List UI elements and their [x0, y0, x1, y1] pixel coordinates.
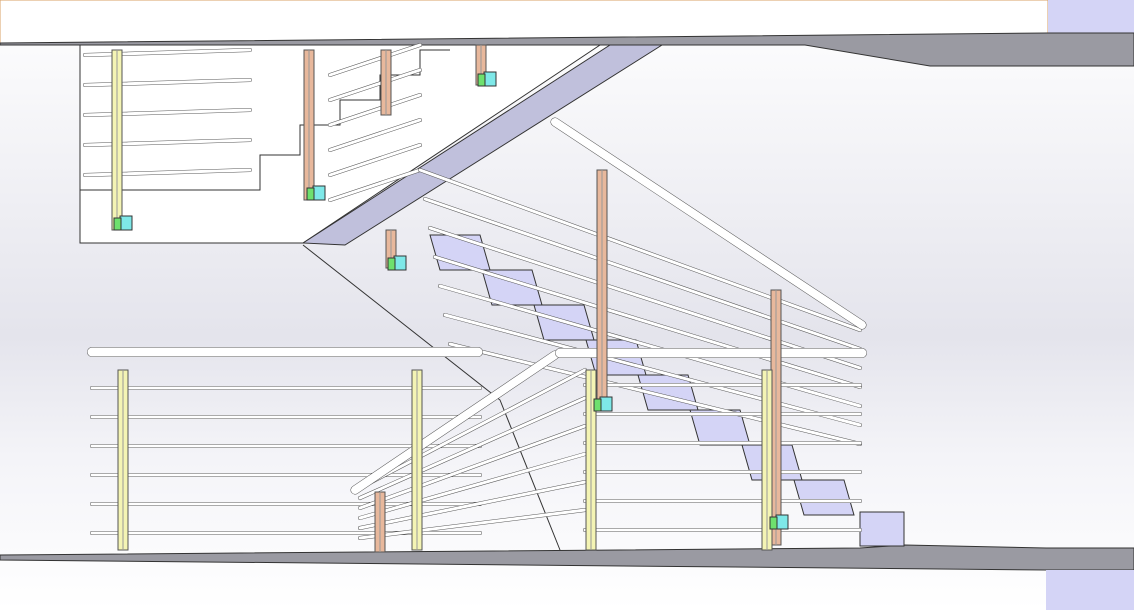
post-base — [593, 398, 602, 412]
rail-bar — [418, 168, 862, 332]
rail-bar — [358, 396, 587, 500]
rail-bar — [358, 480, 587, 530]
rail-bar — [358, 424, 587, 510]
flight-soffit — [301, 44, 664, 246]
rail-bar — [423, 197, 862, 351]
rail-bar — [358, 452, 587, 520]
rail-bar — [328, 68, 422, 102]
post-bracket — [119, 215, 133, 231]
bottom-step — [859, 511, 905, 547]
rail-bar — [358, 508, 587, 540]
lower-side-block — [1046, 570, 1134, 610]
post-bracket — [775, 514, 789, 530]
rail-bar — [448, 342, 862, 446]
stair-step — [793, 479, 855, 516]
rail-bar — [358, 368, 587, 490]
rail-bar — [551, 118, 866, 329]
post-base — [387, 257, 396, 271]
post-bracket — [599, 396, 613, 412]
post-base — [113, 217, 122, 231]
post-base — [769, 516, 778, 530]
post-bracket — [312, 185, 326, 201]
rail-bar — [328, 43, 422, 77]
rail-bar — [328, 93, 422, 127]
rail-bar — [443, 313, 862, 427]
rail-bar — [328, 143, 422, 177]
post-bracket — [393, 255, 407, 271]
post-bracket — [483, 71, 497, 87]
rail-bar — [328, 168, 422, 202]
rail-bar — [328, 118, 422, 152]
rail-bar — [351, 351, 559, 494]
post-base — [477, 73, 486, 87]
rail-bar — [433, 255, 862, 389]
rail-bar — [428, 226, 862, 370]
post-base — [306, 187, 315, 201]
flight-wall-edge — [302, 244, 561, 551]
upper-side-block — [1048, 0, 1134, 33]
railing-posts — [111, 44, 789, 553]
lower-slab — [0, 544, 1134, 571]
